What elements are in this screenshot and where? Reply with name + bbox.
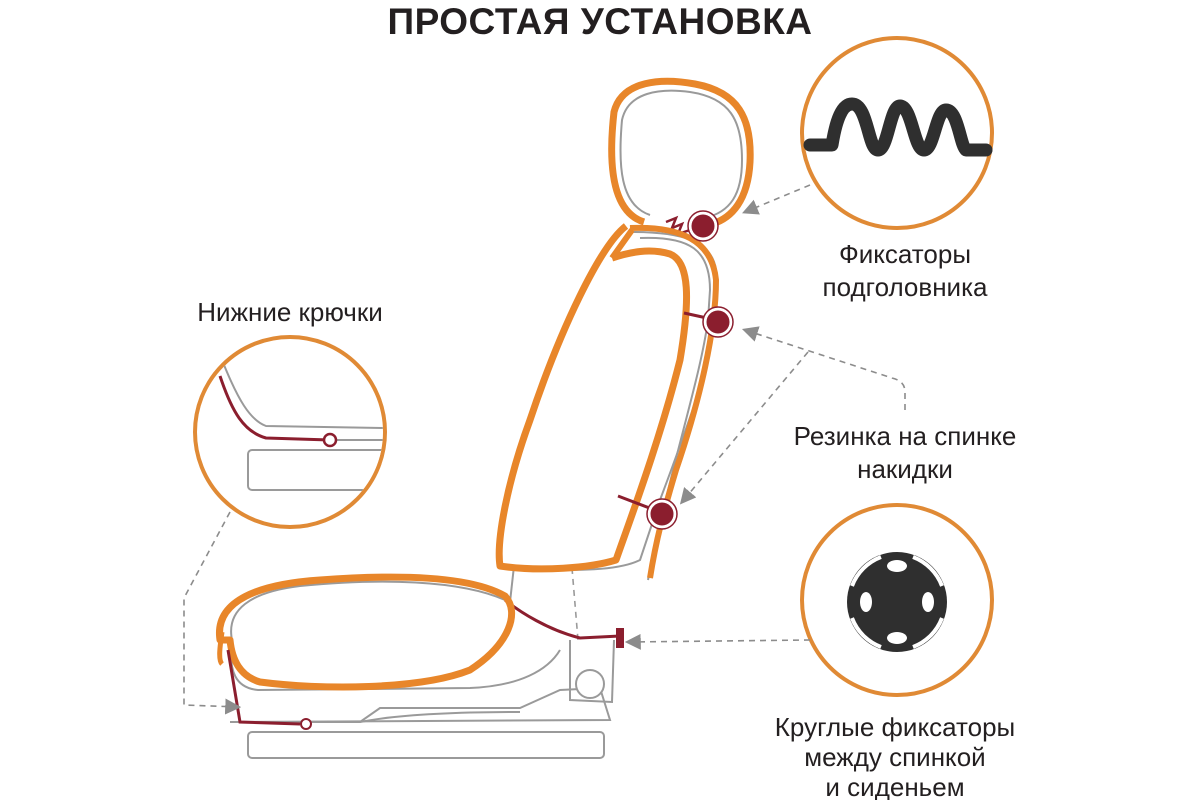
round-fastener-icon — [800, 503, 994, 697]
seat-rail — [229, 686, 612, 759]
wavy-spring-clip-icon — [800, 36, 994, 230]
seat-cushion — [216, 573, 561, 730]
recliner-mechanism — [569, 567, 615, 704]
headrest — [608, 77, 754, 237]
bottom-hooks-label: Нижние крючки — [197, 297, 383, 327]
back-elastic-label: Резинка на спинке накидки — [793, 421, 1017, 484]
leader-lines — [183, 184, 906, 715]
page-title: ПРОСТАЯ УСТАНОВКА — [387, 1, 813, 42]
round-clips-label: Круглые фиксаторы между спинкой и сидень… — [774, 712, 1016, 800]
headrest-clips-label: Фиксаторы подголовника — [822, 239, 988, 302]
seat-back — [495, 223, 719, 648]
hook-closeup-icon — [193, 335, 387, 529]
fastener-markers — [646, 210, 734, 530]
